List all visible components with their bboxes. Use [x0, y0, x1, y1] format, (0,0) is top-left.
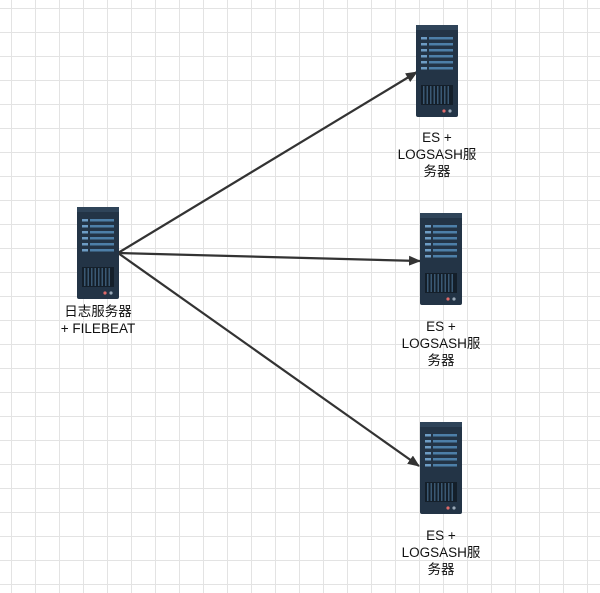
- es-server-3-label: ES + LOGSASH服 务器: [381, 527, 501, 578]
- es-server-3-label-line-2: LOGSASH服: [401, 545, 481, 560]
- es-server-1-label-line-2: LOGSASH服: [397, 147, 477, 162]
- log-server-label-line-1: 日志服务器: [64, 304, 132, 319]
- es-server-1-icon[interactable]: [416, 25, 458, 117]
- arrow-to-target-2: [117, 251, 421, 266]
- log-server-label: 日志服务器 + FILEBEAT: [38, 303, 158, 337]
- log-server-icon[interactable]: [77, 207, 119, 299]
- es-server-2-label-line-2: LOGSASH服: [401, 336, 481, 351]
- arrow-to-target-3: [117, 252, 420, 467]
- arrow-to-target-1: [117, 71, 418, 254]
- log-server-label-line-2: + FILEBEAT: [60, 321, 136, 336]
- es-server-3-icon[interactable]: [420, 422, 462, 514]
- es-server-2-label: ES + LOGSASH服 务器: [381, 318, 501, 369]
- es-server-1-label-line-3: 务器: [423, 164, 451, 179]
- es-server-1-label-line-1: ES +: [422, 130, 452, 145]
- es-server-2-icon[interactable]: [420, 213, 462, 305]
- es-server-2-label-line-3: 务器: [427, 353, 455, 368]
- es-server-2-label-line-1: ES +: [426, 319, 456, 334]
- es-server-1-label: ES + LOGSASH服 务器: [377, 129, 497, 180]
- es-server-3-label-line-3: 务器: [427, 562, 455, 577]
- es-server-3-label-line-1: ES +: [426, 528, 456, 543]
